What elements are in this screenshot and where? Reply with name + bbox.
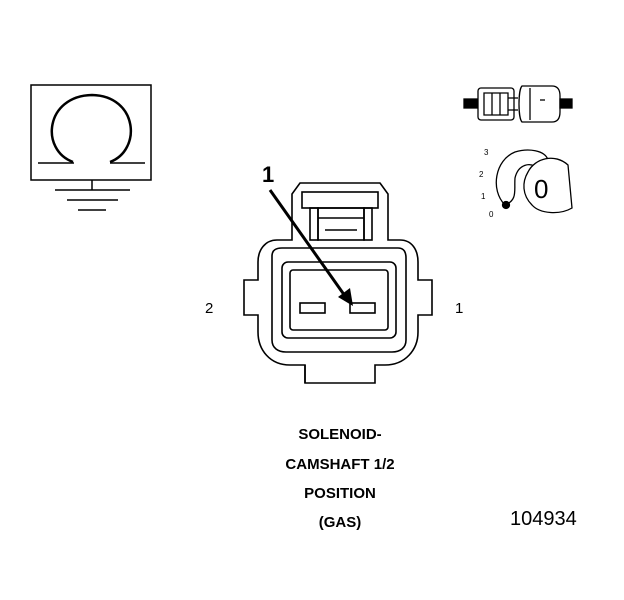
position-indicator: 0 [534, 174, 549, 204]
scale-label-1: 1 [481, 192, 486, 201]
omega-ground-icon [30, 84, 152, 211]
caption-line-3: POSITION [304, 485, 376, 502]
caption-line-4: (GAS) [318, 514, 362, 531]
pin-label-right: 1 [455, 300, 464, 317]
callout-arrow [268, 189, 353, 306]
connector-face [243, 182, 433, 384]
scale-label-0: 0 [489, 210, 494, 219]
caption-line-2: CAMSHAFT 1/2 [285, 456, 395, 473]
scale-label-2: 2 [479, 170, 484, 179]
callout-number: 1 [262, 162, 275, 187]
connector-mating-icon [463, 85, 573, 123]
pin-label-left: 2 [205, 300, 214, 317]
figure-id: 104934 [510, 508, 577, 530]
caption-line-1: SOLENOID- [298, 426, 382, 443]
scale-label-3: 3 [484, 148, 489, 157]
connector-key-icon [495, 149, 573, 214]
